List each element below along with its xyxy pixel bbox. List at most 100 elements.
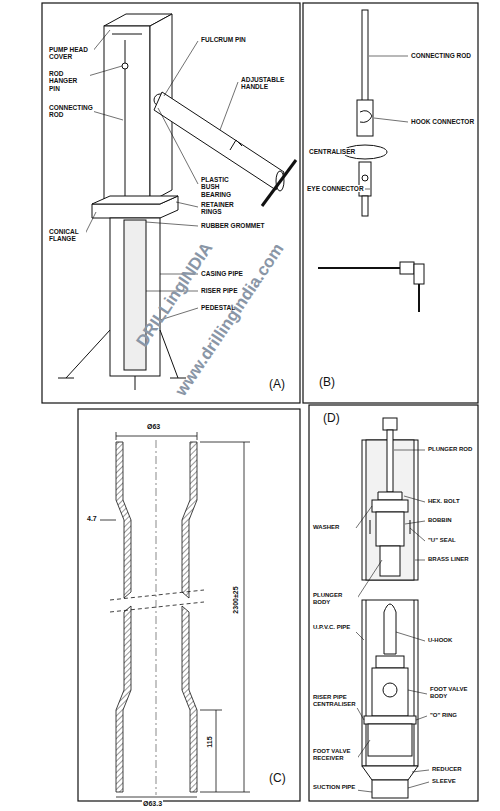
pump-head [262, 160, 296, 206]
part-label: FOOT VALVE RECEIVER [312, 748, 358, 762]
cylinder-assembly [380, 546, 400, 576]
pump-head [236, 140, 242, 146]
dimension: 2300±25 [232, 585, 240, 614]
leader-lines [176, 202, 198, 207]
panel-frames [303, 3, 478, 403]
cylinder-assembly [368, 724, 412, 756]
riser-pipe-section [156, 440, 157, 795]
leader-lines [146, 222, 198, 226]
panel-letter: (D) [322, 412, 341, 426]
leader-lines [158, 108, 198, 184]
leader-lines [344, 56, 408, 189]
riser-pipe-section [100, 432, 250, 797]
part-label: CASING PIPE [200, 270, 244, 277]
leader-lines [396, 632, 425, 641]
connector-rod [357, 100, 373, 136]
leader-lines [92, 30, 110, 52]
part-label: RETAINER RINGS [200, 201, 246, 216]
riser-pipe-section [200, 792, 250, 793]
part-label: HOOK CONNECTOR [410, 118, 475, 125]
connector-rod [318, 10, 424, 312]
riser-pipe-section [200, 710, 222, 711]
cylinder-assembly [387, 430, 393, 492]
panel-letter: (A) [268, 378, 286, 392]
part-label: BRASS LINER [427, 556, 470, 563]
panel-frames [42, 3, 300, 403]
pump-head [92, 196, 178, 218]
pump-head [92, 196, 178, 204]
connector-rod [414, 264, 424, 284]
cylinder-assembly [370, 520, 410, 534]
riser-pipe-section [110, 602, 204, 612]
part-label: RISER PIPE CENTRALISER [312, 694, 358, 708]
riser-pipe-section [116, 442, 131, 598]
part-label: RUBBER GROMMET [200, 222, 266, 229]
part-label: U.P.V.C. PIPE [312, 624, 358, 631]
pump-head [66, 330, 110, 378]
riser-pipe-section [197, 432, 198, 440]
leader-lines [356, 560, 382, 600]
leader-lines [92, 111, 123, 120]
part-label: EYE CONNECTOR [306, 185, 365, 192]
leader-lines [412, 770, 429, 772]
part-label: "U" SEAL [427, 537, 457, 544]
connector-rod [318, 267, 400, 269]
pump-head [160, 330, 178, 378]
part-label: SLEEVE [431, 778, 457, 785]
pump-head [112, 34, 142, 35]
part-label: CONNECTING ROD [410, 52, 472, 59]
leader-lines [405, 521, 425, 524]
pump-head [122, 63, 128, 69]
part-label: RISER PIPE [200, 287, 238, 294]
riser-pipe-section [116, 436, 197, 437]
cylinder-assembly [364, 716, 416, 724]
connector-rod [360, 111, 372, 123]
panel-letter: (C) [268, 772, 287, 786]
part-label: ROD HANGER PIN [48, 70, 90, 92]
leader-lines [369, 56, 408, 57]
riser-pipe-section [200, 442, 250, 443]
leader-lines [356, 706, 364, 720]
part-label: CENTRALISER [308, 148, 356, 155]
panel-frames [42, 3, 478, 801]
panel-frames [309, 405, 478, 801]
leader-lines [374, 118, 408, 122]
cylinder-assembly [362, 418, 418, 798]
riser-pipe-section [216, 710, 217, 792]
part-label: FOOT VALVE BODY [429, 686, 477, 700]
pump-head [230, 140, 236, 150]
part-label: PLASTIC BUSH BEARING [200, 176, 246, 198]
leader-lines [356, 450, 429, 792]
part-label: BOBBIN [427, 517, 453, 524]
leader-lines [408, 782, 429, 788]
part-label: U-HOOK [427, 637, 453, 644]
connector-rod [362, 196, 368, 216]
dimension: 115 [206, 735, 214, 748]
cylinder-assembly [376, 656, 404, 668]
part-label: FULCRUM PIN [200, 36, 247, 43]
part-label: CONNECTING ROD [48, 104, 94, 119]
cylinder-assembly [372, 780, 408, 798]
leader-lines [404, 496, 425, 502]
part-label: ADJUSTABLE HANDLE [240, 76, 290, 91]
part-label: PLUNGER BODY [312, 592, 358, 606]
pump-head [104, 26, 150, 202]
pump-head [58, 378, 74, 379]
cylinder-assembly [383, 683, 397, 697]
pump-head [58, 14, 296, 390]
leader-lines [408, 690, 427, 694]
cylinder-assembly [384, 604, 396, 654]
part-label: "O" RING [429, 712, 458, 719]
riser-pipe-section [116, 432, 117, 440]
dimension: Ø63.3 [142, 800, 163, 808]
part-label: WASHER [312, 524, 340, 531]
riser-pipe-section [116, 797, 197, 798]
leader-lines [356, 506, 372, 528]
dimension: 4.7 [86, 515, 98, 523]
part-label: PUMP HEAD COVER [48, 46, 94, 61]
part-label: PLUNGER ROD [427, 446, 473, 453]
cylinder-assembly [372, 500, 408, 512]
leader-lines [356, 740, 370, 760]
leader-lines [356, 632, 364, 640]
part-label: CONICAL FLANGE [48, 228, 86, 243]
